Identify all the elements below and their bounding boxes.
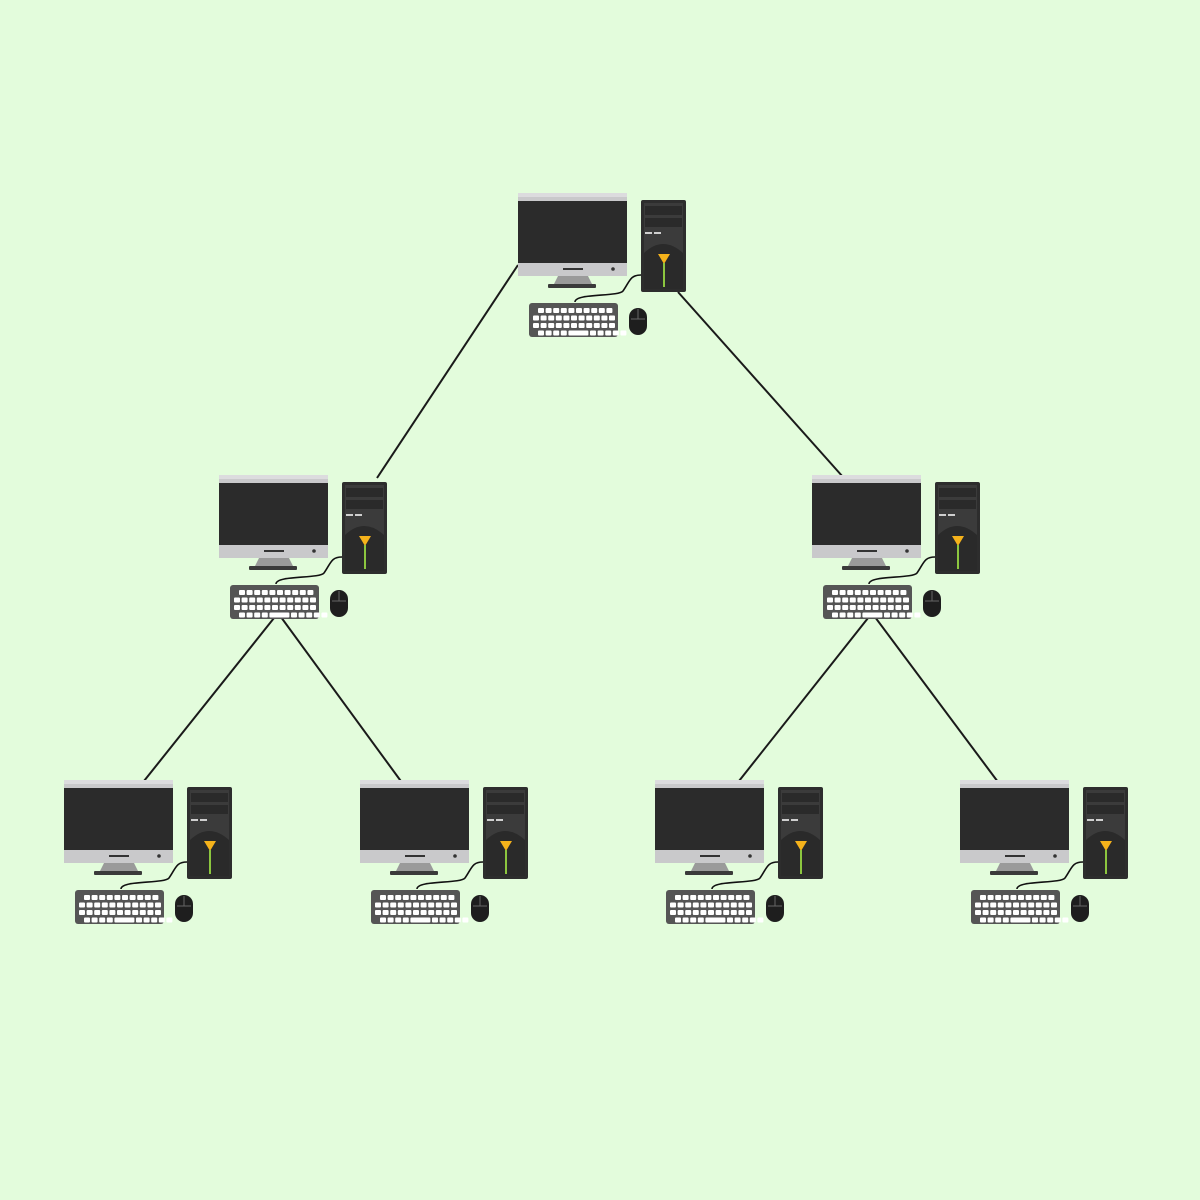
keyboard-icon	[75, 890, 173, 924]
desktop-computer-mid-right-icon	[812, 475, 980, 619]
keyboard-icon	[230, 585, 328, 619]
tower-icon	[778, 787, 823, 879]
link-root-to-mid-right	[677, 291, 844, 478]
keyboard-icon	[371, 890, 469, 924]
mouse-icon	[175, 895, 193, 922]
monitor-icon	[960, 780, 1069, 875]
monitor-icon	[64, 780, 173, 875]
monitor-icon	[219, 475, 328, 570]
tower-icon	[187, 787, 232, 879]
mouse-icon	[923, 590, 941, 617]
keyboard-icon	[971, 890, 1069, 924]
mouse-icon	[629, 308, 647, 335]
desktop-computer-leaf-1-icon	[64, 780, 232, 924]
link-mid-right-to-leaf-4	[871, 612, 999, 783]
power-button-icon	[952, 536, 964, 546]
cable	[868, 556, 936, 585]
mouse-icon	[766, 895, 784, 922]
cable	[120, 861, 188, 890]
desktop-computer-root-icon	[518, 193, 686, 337]
links	[143, 264, 999, 785]
power-button-icon	[500, 841, 512, 851]
power-button-icon	[658, 254, 670, 264]
monitor-icon	[812, 475, 921, 570]
tower-icon	[342, 482, 387, 574]
monitor-icon	[518, 193, 627, 288]
cable	[416, 861, 484, 890]
desktop-computer-leaf-4-icon	[960, 780, 1128, 924]
link-mid-left-to-leaf-2	[277, 612, 404, 785]
power-button-icon	[1100, 841, 1112, 851]
monitor-icon	[360, 780, 469, 875]
tower-icon	[483, 787, 528, 879]
tower-icon	[935, 482, 980, 574]
keyboard-icon	[823, 585, 921, 619]
mouse-icon	[330, 590, 348, 617]
cable	[574, 274, 642, 303]
desktop-computer-leaf-2-icon	[360, 780, 528, 924]
power-button-icon	[359, 536, 371, 546]
nodes	[64, 193, 1128, 924]
desktop-computer-mid-left-icon	[219, 475, 387, 619]
monitor-icon	[655, 780, 764, 875]
tower-icon	[1083, 787, 1128, 879]
keyboard-icon	[666, 890, 764, 924]
cable	[711, 861, 779, 890]
cable	[1016, 861, 1084, 890]
cable	[275, 556, 343, 585]
keyboard-icon	[529, 303, 627, 337]
link-mid-right-to-leaf-3	[738, 612, 873, 782]
power-button-icon	[204, 841, 216, 851]
link-root-to-mid-left	[376, 264, 519, 479]
power-button-icon	[795, 841, 807, 851]
tower-icon	[641, 200, 686, 292]
link-mid-left-to-leaf-1	[143, 612, 279, 782]
desktop-computer-leaf-3-icon	[655, 780, 823, 924]
mouse-icon	[1071, 895, 1089, 922]
mouse-icon	[471, 895, 489, 922]
